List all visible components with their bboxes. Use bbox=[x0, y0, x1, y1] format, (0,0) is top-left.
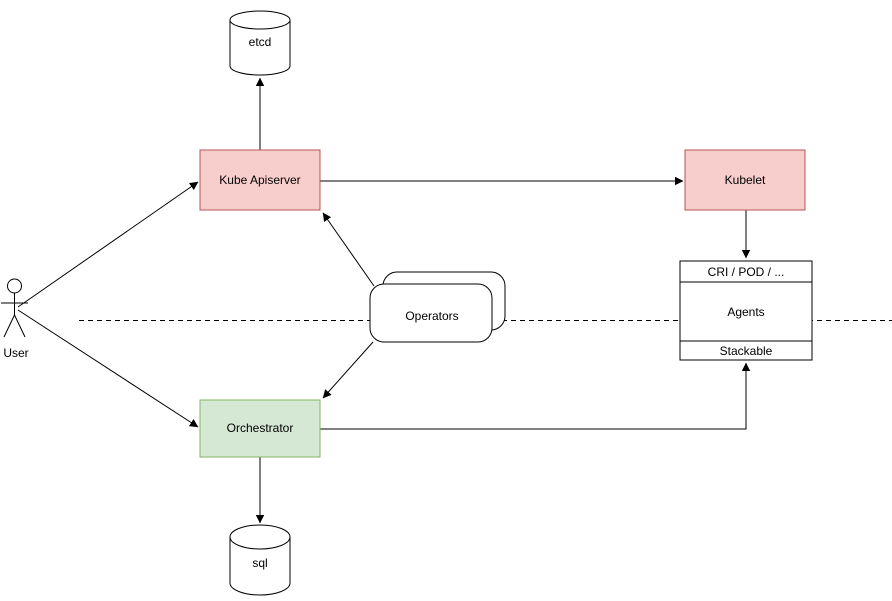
kubelet-label: Kubelet bbox=[725, 173, 766, 187]
node-orchestrator: Orchestrator bbox=[199, 399, 321, 458]
edge-operators-to-orchestrator bbox=[322, 341, 374, 399]
edge-operators-to-kube-apiserver bbox=[322, 212, 375, 287]
node-kubelet: Kubelet bbox=[684, 149, 806, 211]
sql-cylinder bbox=[229, 524, 291, 596]
orchestrator-label: Orchestrator bbox=[227, 421, 294, 435]
user-actor-body bbox=[1, 293, 28, 338]
etcd-label: etcd bbox=[249, 35, 272, 49]
node-etcd: etcd bbox=[229, 10, 291, 76]
edge-user-to-kube-apiserver bbox=[17, 181, 199, 308]
kube-apiserver-label: Kube Apiserver bbox=[219, 173, 300, 187]
orchestrator-box bbox=[199, 399, 321, 458]
node-operators: Operators bbox=[369, 271, 506, 343]
sql-cylinder-rim bbox=[229, 536, 291, 550]
edge-orchestrator-to-stackable bbox=[320, 362, 751, 430]
agents-stack-header-label: CRI / POD / ... bbox=[708, 265, 785, 279]
etcd-cylinder bbox=[229, 10, 291, 76]
etcd-cylinder-rim bbox=[229, 19, 291, 30]
node-sql: sql bbox=[229, 524, 291, 596]
operators-label: Operators bbox=[405, 309, 458, 323]
agents-stack-footer-label: Stackable bbox=[720, 344, 773, 358]
user-actor-head bbox=[7, 278, 22, 294]
edge-user-to-orchestrator bbox=[17, 309, 199, 428]
operators-front-card bbox=[369, 283, 493, 343]
node-agents-stack: CRI / POD / ... Agents Stackable bbox=[679, 260, 813, 361]
sql-label: sql bbox=[252, 556, 267, 570]
agents-stack-box bbox=[679, 260, 813, 361]
kube-apiserver-box bbox=[199, 149, 321, 211]
node-user: User bbox=[1, 278, 29, 360]
user-label: User bbox=[3, 346, 28, 360]
node-kube-apiserver: Kube Apiserver bbox=[199, 149, 321, 211]
kubelet-box bbox=[684, 149, 806, 211]
agents-stack-label: Agents bbox=[727, 305, 764, 319]
